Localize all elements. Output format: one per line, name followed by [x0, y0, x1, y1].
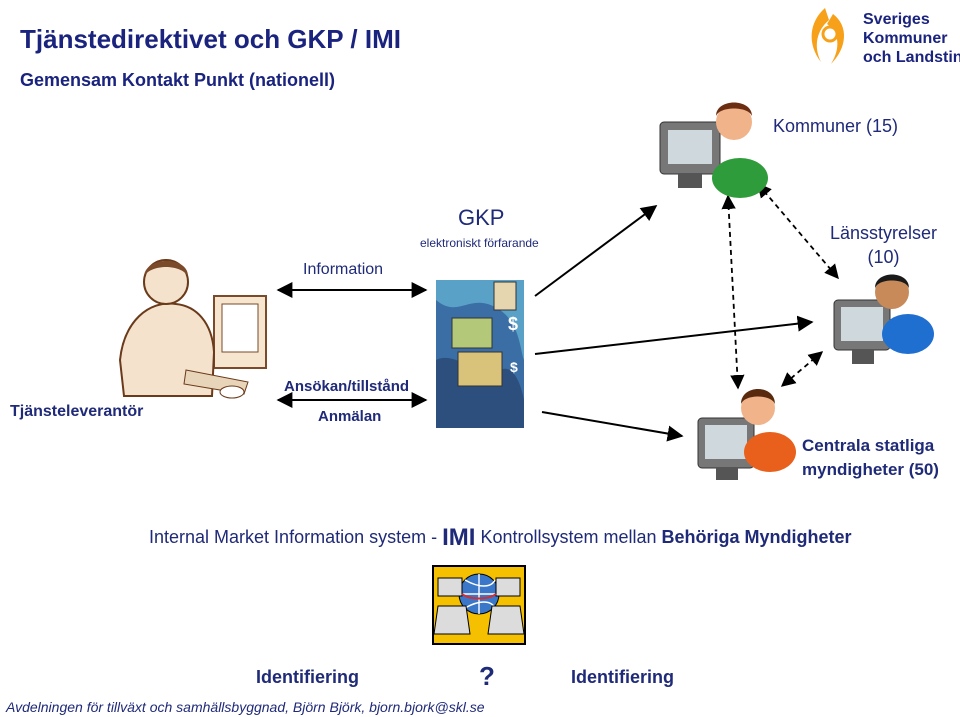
gkp-title: GKP [458, 205, 505, 230]
centrala-person-icon [697, 389, 796, 480]
arrow-gkp-kommuner [534, 205, 658, 297]
imi-acronym: IMI [442, 524, 476, 551]
imi-middle: Kontrollsystem mellan [475, 527, 662, 547]
identification-right: Identifiering [571, 667, 674, 687]
arrow-gkp-lansstyrelser [534, 315, 814, 355]
svg-text:$: $ [510, 359, 518, 375]
centrala-label-line-2: myndigheter (50) [802, 460, 939, 479]
identification-question-mark: ? [479, 661, 495, 691]
arrow-gkp-centrala [541, 411, 684, 442]
imi-prefix: Internal Market Information system - [149, 527, 443, 547]
arrow-dashed-kommuner-centrala [721, 194, 745, 390]
svg-text:$: $ [508, 314, 518, 334]
lansstyrelser-label-line-2: (10) [867, 247, 900, 267]
information-label: Information [303, 261, 384, 278]
skl-flame-icon [811, 8, 845, 64]
skl-logo: Sveriges Kommuner och Landsting [811, 8, 960, 66]
tjansteleverantor-label: Tjänsteleverantör [10, 403, 144, 420]
imi-description: Internal Market Information system - IMI… [149, 524, 852, 552]
anmalan-label: Anmälan [318, 408, 382, 425]
kommuner-person-icon [659, 102, 768, 198]
lansstyrelser-label: Länsstyrelser (10) [830, 221, 937, 269]
footer-text: Avdelningen för tillväxt och samhällsbyg… [6, 699, 485, 715]
lansstyrelser-label-line-1: Länsstyrelser [830, 223, 938, 243]
service-provider-person-icon [118, 259, 267, 399]
logo-line-2: Kommuner [863, 30, 947, 47]
centrala-label-line-1: Centrala statliga [802, 436, 935, 455]
ansokan-label: Ansökan/tillstånd [284, 378, 410, 395]
logo-line-1: Sveriges [863, 11, 930, 28]
imi-bold-text: Behöriga Myndigheter [661, 527, 852, 547]
logo-line-3: och Landsting [863, 49, 960, 66]
arrow-dashed-kommuner-lansstyrelser [757, 182, 839, 280]
gkp-subtitle: elektroniskt förfarande [420, 236, 539, 250]
page-subtitle: Gemensam Kontakt Punkt (nationell) [20, 70, 336, 90]
arrow-dashed-lansstyrelser-centrala [780, 351, 824, 387]
imi-network-icon [432, 565, 526, 645]
lansstyrelser-person-icon [833, 274, 934, 364]
centrala-label: Centrala statliga myndigheter (50) [802, 434, 939, 482]
kommuner-label: Kommuner (15) [773, 116, 899, 136]
identification-left: Identifiering [256, 667, 359, 687]
page-title: Tjänstedirektivet och GKP / IMI [20, 24, 401, 54]
gkp-collage-icon: $ $ [436, 280, 524, 428]
